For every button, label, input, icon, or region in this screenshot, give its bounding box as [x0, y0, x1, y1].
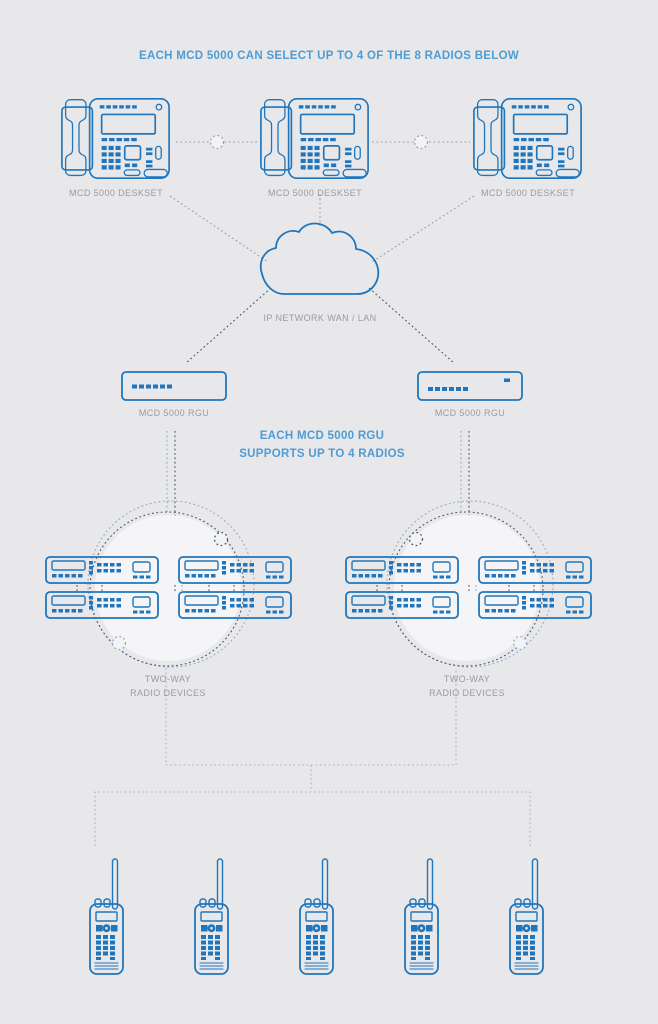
cloud-label: IP NETWORK WAN / LAN — [263, 313, 377, 323]
rgu-note-line1: EACH MCD 5000 RGU — [259, 430, 385, 442]
handheld-radio-icon — [404, 858, 439, 975]
cloud-icon — [259, 222, 380, 295]
clusters-to-handhelds-bracket — [94, 668, 531, 846]
rgu-icon-right — [417, 371, 523, 401]
deskset-icon — [473, 97, 582, 180]
handheld-radio-icon — [299, 858, 334, 975]
deskset-label-3: MCD 5000 DESKSET — [481, 188, 575, 198]
ring-node-icon — [408, 531, 424, 547]
deskset-label-1: MCD 5000 DESKSET — [69, 188, 163, 198]
radio-cluster-right — [345, 500, 592, 668]
handheld-radio-icon — [194, 858, 229, 975]
rgu-label-1: MCD 5000 RGU — [138, 408, 210, 418]
deskset-icon — [260, 97, 369, 180]
deskset-label-2: MCD 5000 DESKSET — [268, 188, 362, 198]
rgu-label-2: MCD 5000 RGU — [434, 408, 506, 418]
ring-node-icon — [512, 635, 528, 651]
link-node-icon — [413, 134, 429, 150]
handheld-radio-icon — [509, 858, 544, 975]
ring-node-icon — [111, 635, 127, 651]
rgu-note-line2: SUPPORTS UP TO 4 RADIOS — [239, 448, 405, 460]
radio-cluster-left — [45, 500, 292, 668]
diagram-title: EACH MCD 5000 CAN SELECT UP TO 4 OF THE … — [139, 50, 519, 62]
handheld-radio-icon — [89, 858, 124, 975]
group-right-label-line2: RADIO DEVICES — [429, 688, 505, 698]
link-node-icon — [209, 134, 225, 150]
deskset-to-cloud-links — [169, 194, 475, 263]
rgu-icon-left — [121, 371, 227, 401]
group-right-label-line1: TWO-WAY — [443, 674, 491, 684]
group-left-label-line2: RADIO DEVICES — [130, 688, 206, 698]
cloud-to-rgu-links — [185, 287, 455, 364]
ring-node-icon — [213, 531, 229, 547]
deskset-link-left — [176, 134, 259, 150]
deskset-link-right — [372, 134, 470, 150]
deskset-icon — [61, 97, 170, 180]
rgu-to-radios-links — [166, 431, 470, 556]
group-left-label-line1: TWO-WAY — [144, 674, 192, 684]
